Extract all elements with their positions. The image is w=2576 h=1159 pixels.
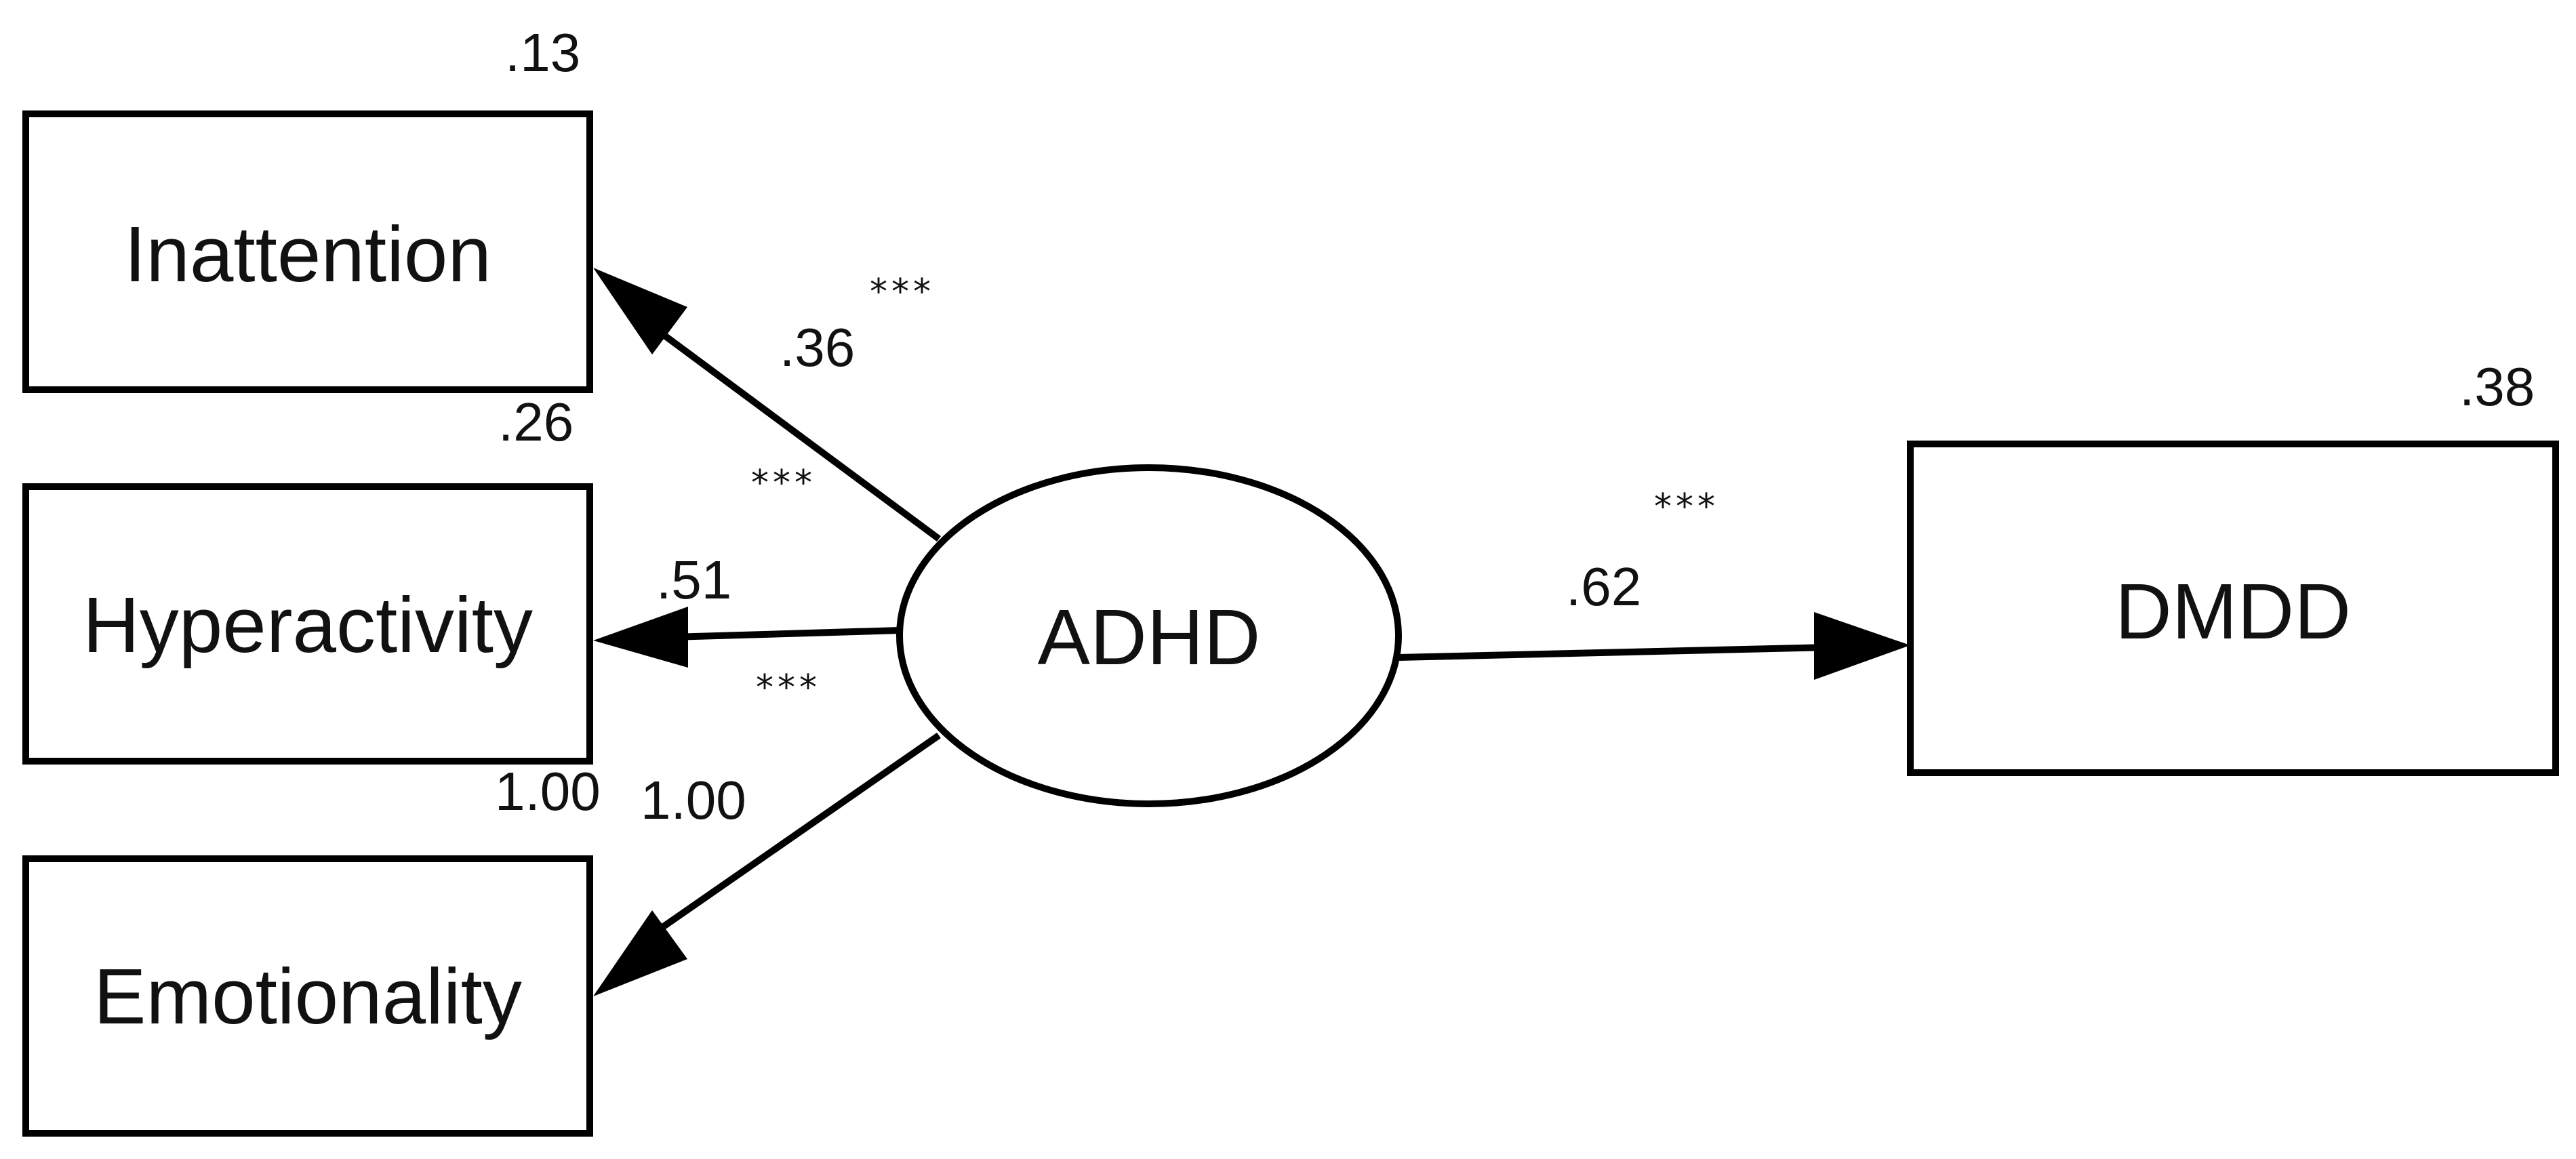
arrowhead-hyperactivity [593,607,688,668]
path-adhd-hyperactivity [670,627,901,640]
inattention-label: Inattention [124,210,491,298]
arrowhead-dmdd [1814,612,1910,680]
path-adhd-emotionality [649,732,941,939]
adhd-label: ADHD [1038,593,1261,681]
sig-adhd-dmdd: *** [1654,487,1719,527]
hyperactivity-r2: .26 [498,392,573,452]
hyperactivity-box [22,483,593,765]
coef-adhd-emotionality: 1.00 [641,770,746,830]
hyperactivity-label: Hyperactivity [83,581,533,669]
dmdd-r2: .38 [2459,357,2535,417]
path-adhd-inattention [649,322,941,542]
emotionality-label: Emotionality [94,952,522,1040]
dmdd-label: DMDD [2115,567,2351,655]
dmdd-box [1907,441,2559,776]
arrowhead-emotionality [593,910,687,996]
sig-adhd-inattention: *** [870,272,935,312]
emotionality-r2: 1.00 [495,761,601,821]
coef-adhd-dmdd: .62 [1566,556,1641,617]
sig-extra: *** [756,668,821,708]
coef-adhd-hyperactivity: .51 [656,550,731,610]
inattention-r2: .13 [505,22,580,83]
coef-adhd-inattention: .36 [780,317,855,378]
path-adhd-dmdd [1398,644,1831,661]
arrowhead-inattention [593,268,687,354]
inattention-box [22,110,593,393]
adhd-ellipse [896,464,1402,807]
sig-adhd-hyperactivity: *** [751,463,816,504]
emotionality-box [22,855,593,1137]
